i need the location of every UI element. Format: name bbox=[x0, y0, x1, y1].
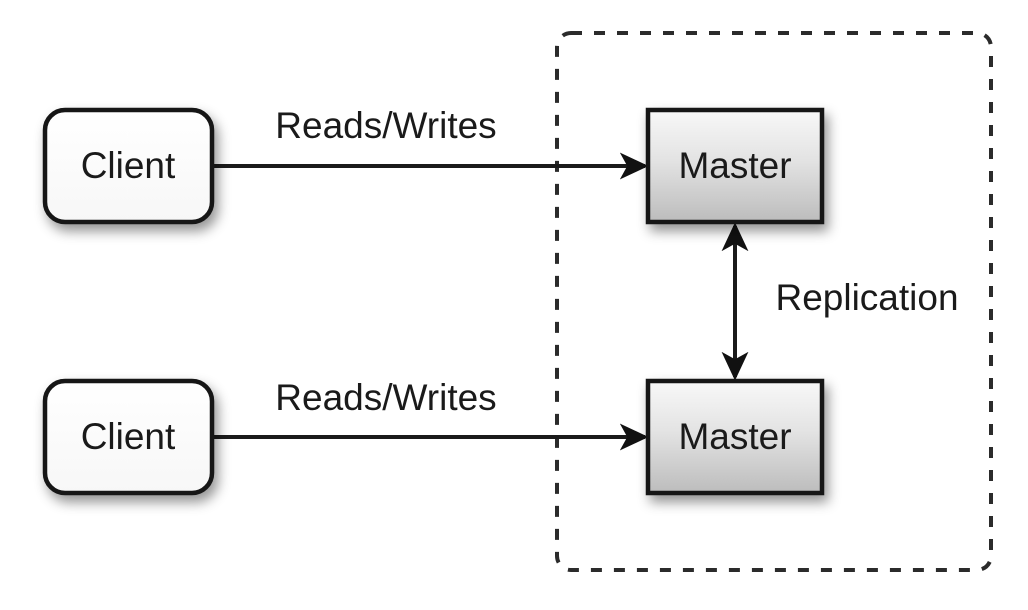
master-top-label: Master bbox=[678, 145, 791, 186]
client-top-box[interactable] bbox=[42, 107, 215, 225]
master-bottom-box[interactable] bbox=[645, 378, 825, 496]
edge-label-reads-writes-top: Reads/Writes bbox=[275, 105, 496, 146]
edge-label-reads-writes-bottom: Reads/Writes bbox=[275, 377, 496, 418]
replication-cluster-boundary bbox=[555, 31, 993, 572]
node-master-top[interactable]: Master bbox=[645, 107, 825, 225]
node-master-bottom[interactable]: Master bbox=[645, 378, 825, 496]
node-client-bottom[interactable]: Client bbox=[42, 378, 215, 496]
master-bottom-label: Master bbox=[678, 416, 791, 457]
client-bottom-label: Client bbox=[81, 416, 176, 457]
client-bottom-box[interactable] bbox=[42, 378, 215, 496]
edge-label-replication: Replication bbox=[775, 277, 958, 318]
node-client-top[interactable]: Client bbox=[42, 107, 215, 225]
client-top-label: Client bbox=[81, 145, 176, 186]
master-top-box[interactable] bbox=[645, 107, 825, 225]
